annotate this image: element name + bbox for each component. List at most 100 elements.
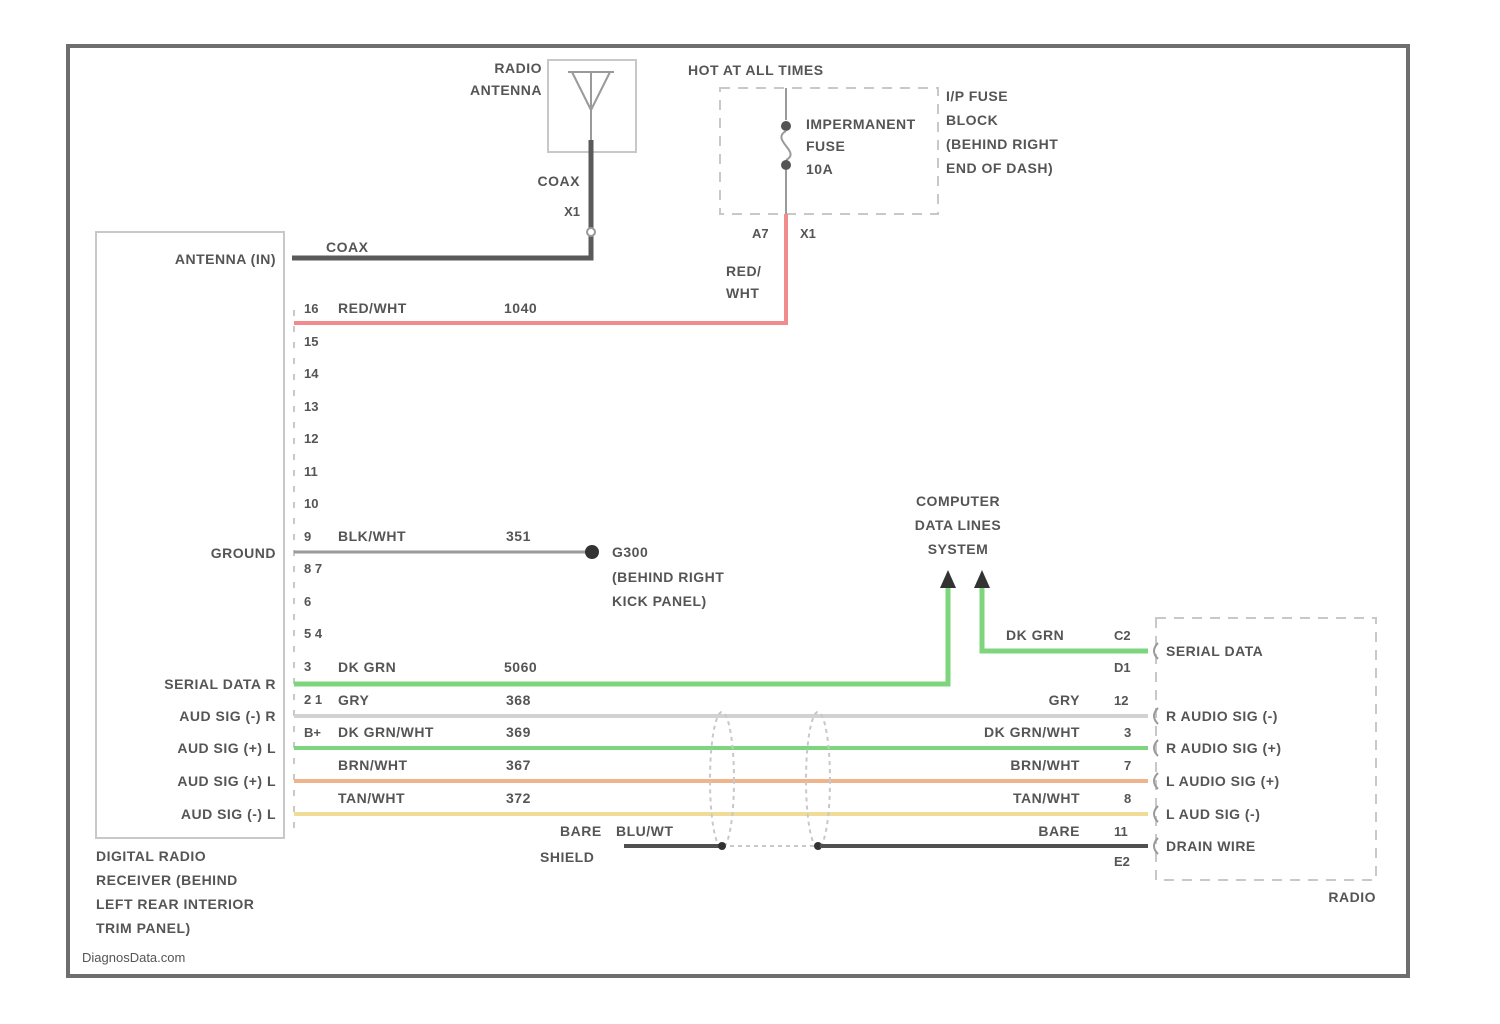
antenna-coax-label: COAX: [538, 173, 581, 189]
receiver-aud-sig-2: AUD SIG (+) L: [177, 740, 276, 756]
computer-line1: COMPUTER: [916, 493, 1000, 509]
antenna-connector-label: X1: [564, 204, 580, 219]
radio-r-audio-plus: R AUDIO SIG (+): [1166, 740, 1282, 756]
pin-8-7: 8 7: [304, 561, 322, 576]
antenna-label-line1: RADIO: [494, 60, 542, 76]
computer-arrow-right: [974, 570, 990, 588]
receiver-coax-label: COAX: [326, 239, 369, 255]
radio-l-audio-plus: L AUDIO SIG (+): [1166, 773, 1280, 789]
radio-pin-11: 11: [1114, 824, 1128, 839]
pin-14: 14: [304, 366, 319, 381]
ground-point-line1: G300: [612, 544, 648, 560]
radio-r-audio-minus: R AUDIO SIG (-): [1166, 708, 1278, 724]
receiver-aud-sig-4: AUD SIG (-) L: [181, 806, 276, 822]
gry-color-right: GRY: [1049, 692, 1080, 708]
ground-wire-circuit: 351: [506, 528, 531, 544]
pin-12: 12: [304, 431, 318, 446]
radio-pin-d1: D1: [1114, 660, 1131, 675]
receiver-aud-sig-3: AUD SIG (+) L: [177, 773, 276, 789]
pin-15: 15: [304, 334, 318, 349]
dk-grn-wht-circuit-left: 369: [506, 724, 531, 740]
pin-b-plus: B+: [304, 725, 321, 740]
radio-pin-e2: E2: [1114, 854, 1130, 869]
radio-drain-wire: DRAIN WIRE: [1166, 838, 1256, 854]
receiver-name-line1: DIGITAL RADIO: [96, 848, 206, 864]
red-wht-color-label: RED/WHT: [338, 300, 407, 316]
receiver-name-line4: TRIM PANEL): [96, 920, 191, 936]
receiver-ground: GROUND: [211, 545, 276, 561]
pin-6: 6: [304, 594, 311, 609]
pin-13: 13: [304, 399, 318, 414]
fuse-name-line2: FUSE: [806, 138, 845, 154]
pin-11: 11: [304, 464, 318, 479]
radio-l-aud-minus: L AUD SIG (-): [1166, 806, 1260, 822]
radio-pin-12: 12: [1114, 693, 1128, 708]
antenna-icon: [568, 72, 614, 140]
antenna-label-line2: ANTENNA: [470, 82, 542, 98]
diagram-frame: [68, 46, 1408, 976]
fuse-pin-right: X1: [800, 226, 816, 241]
ground-point-line3: KICK PANEL): [612, 593, 707, 609]
fuse-icon: [781, 131, 790, 160]
radio-serial-data: SERIAL DATA: [1166, 643, 1263, 659]
receiver-aud-sig-1: AUD SIG (-) R: [179, 708, 276, 724]
coax-connector: [587, 228, 595, 236]
serial-color-right: DK GRN: [1006, 627, 1064, 643]
shield-bare-left: BARE: [560, 823, 602, 839]
dk-grn-wht-color-left: DK GRN/WHT: [338, 724, 434, 740]
radio-unit: C2 D1 12 3 7 8 11 E2 SERIAL DATA R AUDIO…: [1114, 618, 1376, 905]
fuse-name-line1: IMPERMANENT: [806, 116, 916, 132]
fuse-rating: 10A: [806, 161, 833, 177]
shield-end-left: [718, 842, 726, 850]
shield-bare-right: BARE: [1038, 823, 1080, 839]
digital-radio-receiver: ANTENNA (IN) GROUND SERIAL DATA R AUD SI…: [96, 232, 369, 936]
receiver-antenna-in: ANTENNA (IN): [175, 251, 276, 267]
fuse-terminal-top: [781, 121, 791, 131]
tan-wht-color-right: TAN/WHT: [1013, 790, 1080, 806]
computer-line2: DATA LINES: [915, 517, 1001, 533]
fuse-block-line1: I/P FUSE: [946, 88, 1008, 104]
receiver-serial-data: SERIAL DATA R: [164, 676, 276, 692]
tan-wht-circuit-left: 372: [506, 790, 531, 806]
serial-circuit-left: 5060: [504, 659, 537, 675]
ground-point-line2: (BEHIND RIGHT: [612, 569, 724, 585]
receiver-name-line3: LEFT REAR INTERIOR: [96, 896, 254, 912]
ground-point-dot: [585, 545, 599, 559]
radio-pin-c2: C2: [1114, 628, 1131, 643]
fuse-header: HOT AT ALL TIMES: [688, 62, 824, 78]
fuse-wire-color-line1: RED/: [726, 263, 761, 279]
radio-antenna: RADIO ANTENNA COAX X1: [470, 60, 636, 219]
gry-circuit-left: 368: [506, 692, 531, 708]
fuse-block: HOT AT ALL TIMES IMPERMANENT FUSE 10A I/…: [688, 62, 1058, 301]
brn-wht-color-left: BRN/WHT: [338, 757, 408, 773]
fuse-block-line2: BLOCK: [946, 112, 998, 128]
serial-color-left: DK GRN: [338, 659, 396, 675]
ground-wire-color: BLK/WHT: [338, 528, 406, 544]
brn-wht-color-right: BRN/WHT: [1010, 757, 1080, 773]
shield-drain-left: BLU/WT: [616, 823, 673, 839]
fuse-terminal-bottom: [781, 160, 791, 170]
red-wht-circuit-label: 1040: [504, 300, 537, 316]
fuse-pin-left: A7: [752, 226, 769, 241]
radio-name: RADIO: [1328, 889, 1376, 905]
computer-line3: SYSTEM: [928, 541, 989, 557]
computer-arrow-left: [940, 570, 956, 588]
receiver-pin-labels: 16 15 14 13 12 11 10 9 8 7 6 5 4 3 2 1 B…: [304, 301, 323, 740]
shield-label: SHIELD: [540, 849, 594, 865]
receiver-name-line2: RECEIVER (BEHIND: [96, 872, 238, 888]
gry-color-left: GRY: [338, 692, 369, 708]
pin-16: 16: [304, 301, 318, 316]
pin-3: 3: [304, 659, 311, 674]
tan-wht-color-left: TAN/WHT: [338, 790, 405, 806]
radio-pin-3: 3: [1124, 725, 1131, 740]
radio-pin-7: 7: [1124, 758, 1131, 773]
brn-wht-circuit-left: 367: [506, 757, 531, 773]
fuse-block-line4: END OF DASH): [946, 160, 1053, 176]
pin-10: 10: [304, 496, 318, 511]
pin-2-1: 2 1: [304, 692, 322, 707]
fuse-wire-color-line2: WHT: [726, 285, 759, 301]
radio-pin-8: 8: [1124, 791, 1131, 806]
pin-5-4: 5 4: [304, 626, 323, 641]
fuse-block-line3: (BEHIND RIGHT: [946, 136, 1058, 152]
